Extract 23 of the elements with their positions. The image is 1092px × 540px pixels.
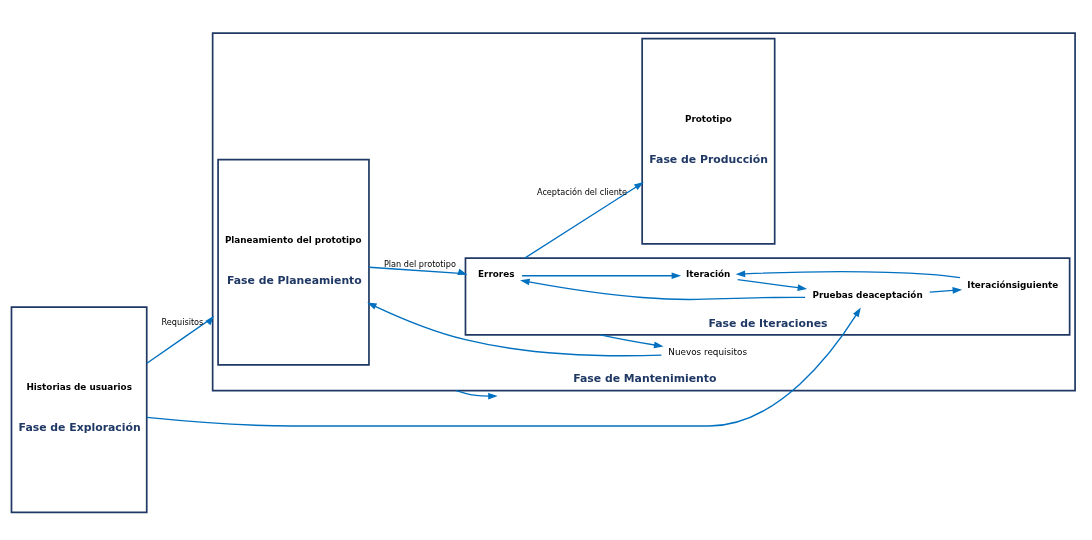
arrow bbox=[521, 272, 682, 280]
arrow bbox=[737, 278, 808, 291]
node-text: Errores bbox=[478, 269, 515, 280]
node-box: Planeamiento del prototipo Fase de Planeamiento bbox=[217, 158, 370, 366]
arrow bbox=[524, 182, 644, 259]
node-text: Nuevos requisitos bbox=[668, 346, 748, 357]
arrow bbox=[455, 389, 498, 400]
edge-label: Aceptación del cliente bbox=[536, 186, 628, 197]
node-box: Prototipo Fase de Producción bbox=[641, 37, 776, 245]
arrow bbox=[520, 278, 806, 301]
node-text: Iteraciónsiguiente bbox=[967, 279, 1059, 290]
arrow bbox=[929, 287, 963, 294]
arrow bbox=[146, 315, 214, 364]
node-text: Pruebas deaceptación bbox=[812, 290, 923, 301]
arrow bbox=[599, 334, 664, 349]
arrow bbox=[735, 270, 961, 279]
arrow bbox=[146, 307, 861, 427]
node-text: Iteración bbox=[686, 269, 731, 280]
arrow bbox=[368, 266, 468, 276]
arrow bbox=[367, 302, 663, 357]
edge-label: Plan del prototipo bbox=[383, 258, 456, 269]
node-box: Historias de usuarios Fase de Exploración bbox=[10, 306, 148, 514]
edge-label: Requisitos bbox=[161, 317, 204, 328]
